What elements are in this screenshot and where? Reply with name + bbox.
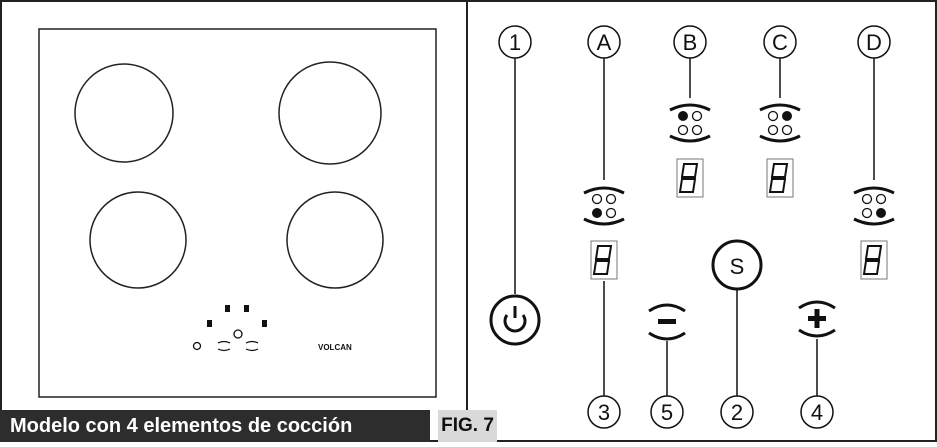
brand-logo: VOLCAN: [318, 343, 352, 352]
figure-label: FIG. 7: [438, 410, 497, 442]
cooking-zone-front-left: [89, 191, 187, 289]
cooking-zone-rear-left: [74, 63, 174, 163]
zone-c-selector[interactable]: [758, 103, 802, 143]
cooking-zone-rear-right: [278, 61, 382, 165]
select-button[interactable]: S: [711, 239, 763, 291]
callout-1: 1: [498, 25, 532, 294]
zone-d-selector[interactable]: [852, 186, 896, 226]
callout-5-label: 5: [661, 400, 673, 425]
caption-bar: Modelo con 4 elementos de cocción: [0, 410, 430, 442]
power-button[interactable]: [489, 294, 541, 346]
plus-button[interactable]: [798, 300, 836, 338]
zone-a-selector[interactable]: [582, 186, 626, 226]
callout-b-label: B: [683, 30, 698, 55]
zone-b-display: [676, 158, 704, 198]
callout-3-label: 3: [598, 400, 610, 425]
cooking-zone-front-right: [286, 191, 384, 289]
callout-3: 3: [587, 281, 621, 429]
callout-c: C: [763, 25, 797, 98]
plus-icon: [808, 309, 826, 328]
minus-icon: [658, 319, 676, 324]
callout-2: 2: [720, 289, 754, 429]
callout-4-label: 4: [811, 400, 823, 425]
callout-a-label: A: [597, 30, 612, 55]
zone-d-display: [860, 240, 888, 280]
hob-panel: VOLCAN: [38, 28, 437, 398]
select-icon: S: [730, 254, 745, 279]
callout-d: D: [857, 25, 891, 180]
zone-c-display: [766, 158, 794, 198]
zone-a-display: [590, 240, 618, 280]
callout-4: 4: [800, 339, 834, 429]
callout-d-label: D: [866, 30, 882, 55]
minus-button[interactable]: [648, 303, 686, 341]
callout-b: B: [673, 25, 707, 98]
callout-1-label: 1: [509, 30, 521, 55]
callout-c-label: C: [772, 30, 788, 55]
callout-2-label: 2: [731, 400, 743, 425]
callout-a: A: [587, 25, 621, 180]
power-icon: [503, 306, 527, 333]
mini-control-panel: [192, 305, 267, 352]
callout-5: 5: [650, 341, 684, 429]
zone-b-selector[interactable]: [668, 103, 712, 143]
